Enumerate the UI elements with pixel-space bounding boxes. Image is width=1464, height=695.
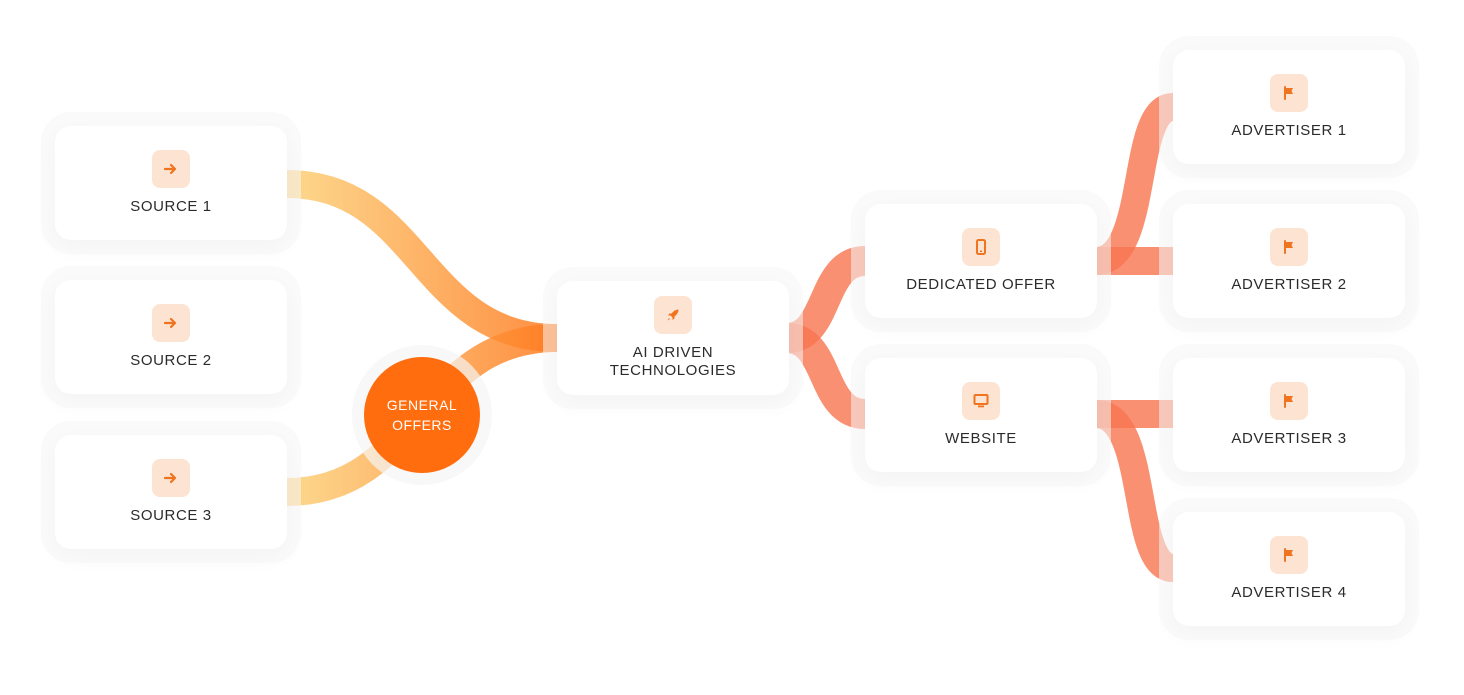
hub-label: AI DRIVEN TECHNOLOGIES	[609, 344, 737, 379]
arrow-right-icon	[152, 150, 190, 188]
flag-icon	[1270, 74, 1308, 112]
flag-icon	[1270, 536, 1308, 574]
source-node-1: SOURCE 1	[55, 126, 287, 240]
advertiser-node-1: ADVERTISER 1	[1173, 50, 1405, 164]
ai-hub-node: AI DRIVEN TECHNOLOGIES	[557, 281, 789, 395]
monitor-icon	[962, 382, 1000, 420]
smartphone-icon	[962, 228, 1000, 266]
rocket-icon	[654, 296, 692, 334]
advertiser-label: ADVERTISER 3	[1231, 430, 1347, 447]
channel-label: DEDICATED OFFER	[906, 276, 1056, 293]
flag-icon	[1270, 228, 1308, 266]
source-label: SOURCE 3	[130, 507, 212, 524]
arrow-right-icon	[152, 459, 190, 497]
source-label: SOURCE 2	[130, 352, 212, 369]
advertiser-label: ADVERTISER 2	[1231, 276, 1347, 293]
general-offers-label: GENERAL OFFERS	[386, 397, 458, 433]
general-offers-bubble: GENERAL OFFERS	[364, 357, 480, 473]
source-node-2: SOURCE 2	[55, 280, 287, 394]
source-label: SOURCE 1	[130, 198, 212, 215]
advertiser-label: ADVERTISER 4	[1231, 584, 1347, 601]
flow-website-adv4	[1093, 400, 1177, 582]
flow-hub-website	[784, 323, 867, 429]
channel-label: WEBSITE	[945, 430, 1017, 447]
advertiser-node-3: ADVERTISER 3	[1173, 358, 1405, 472]
flag-icon	[1270, 382, 1308, 420]
flow-source1-hub	[286, 170, 558, 352]
advertiser-node-2: ADVERTISER 2	[1173, 204, 1405, 318]
channel-node-dedicated-offer: DEDICATED OFFER	[865, 204, 1097, 318]
advertiser-node-4: ADVERTISER 4	[1173, 512, 1405, 626]
channel-node-website: WEBSITE	[865, 358, 1097, 472]
advertiser-label: ADVERTISER 1	[1231, 122, 1347, 139]
source-node-3: SOURCE 3	[55, 435, 287, 549]
arrow-right-icon	[152, 304, 190, 342]
flow-dedicated-adv1	[1093, 93, 1177, 275]
